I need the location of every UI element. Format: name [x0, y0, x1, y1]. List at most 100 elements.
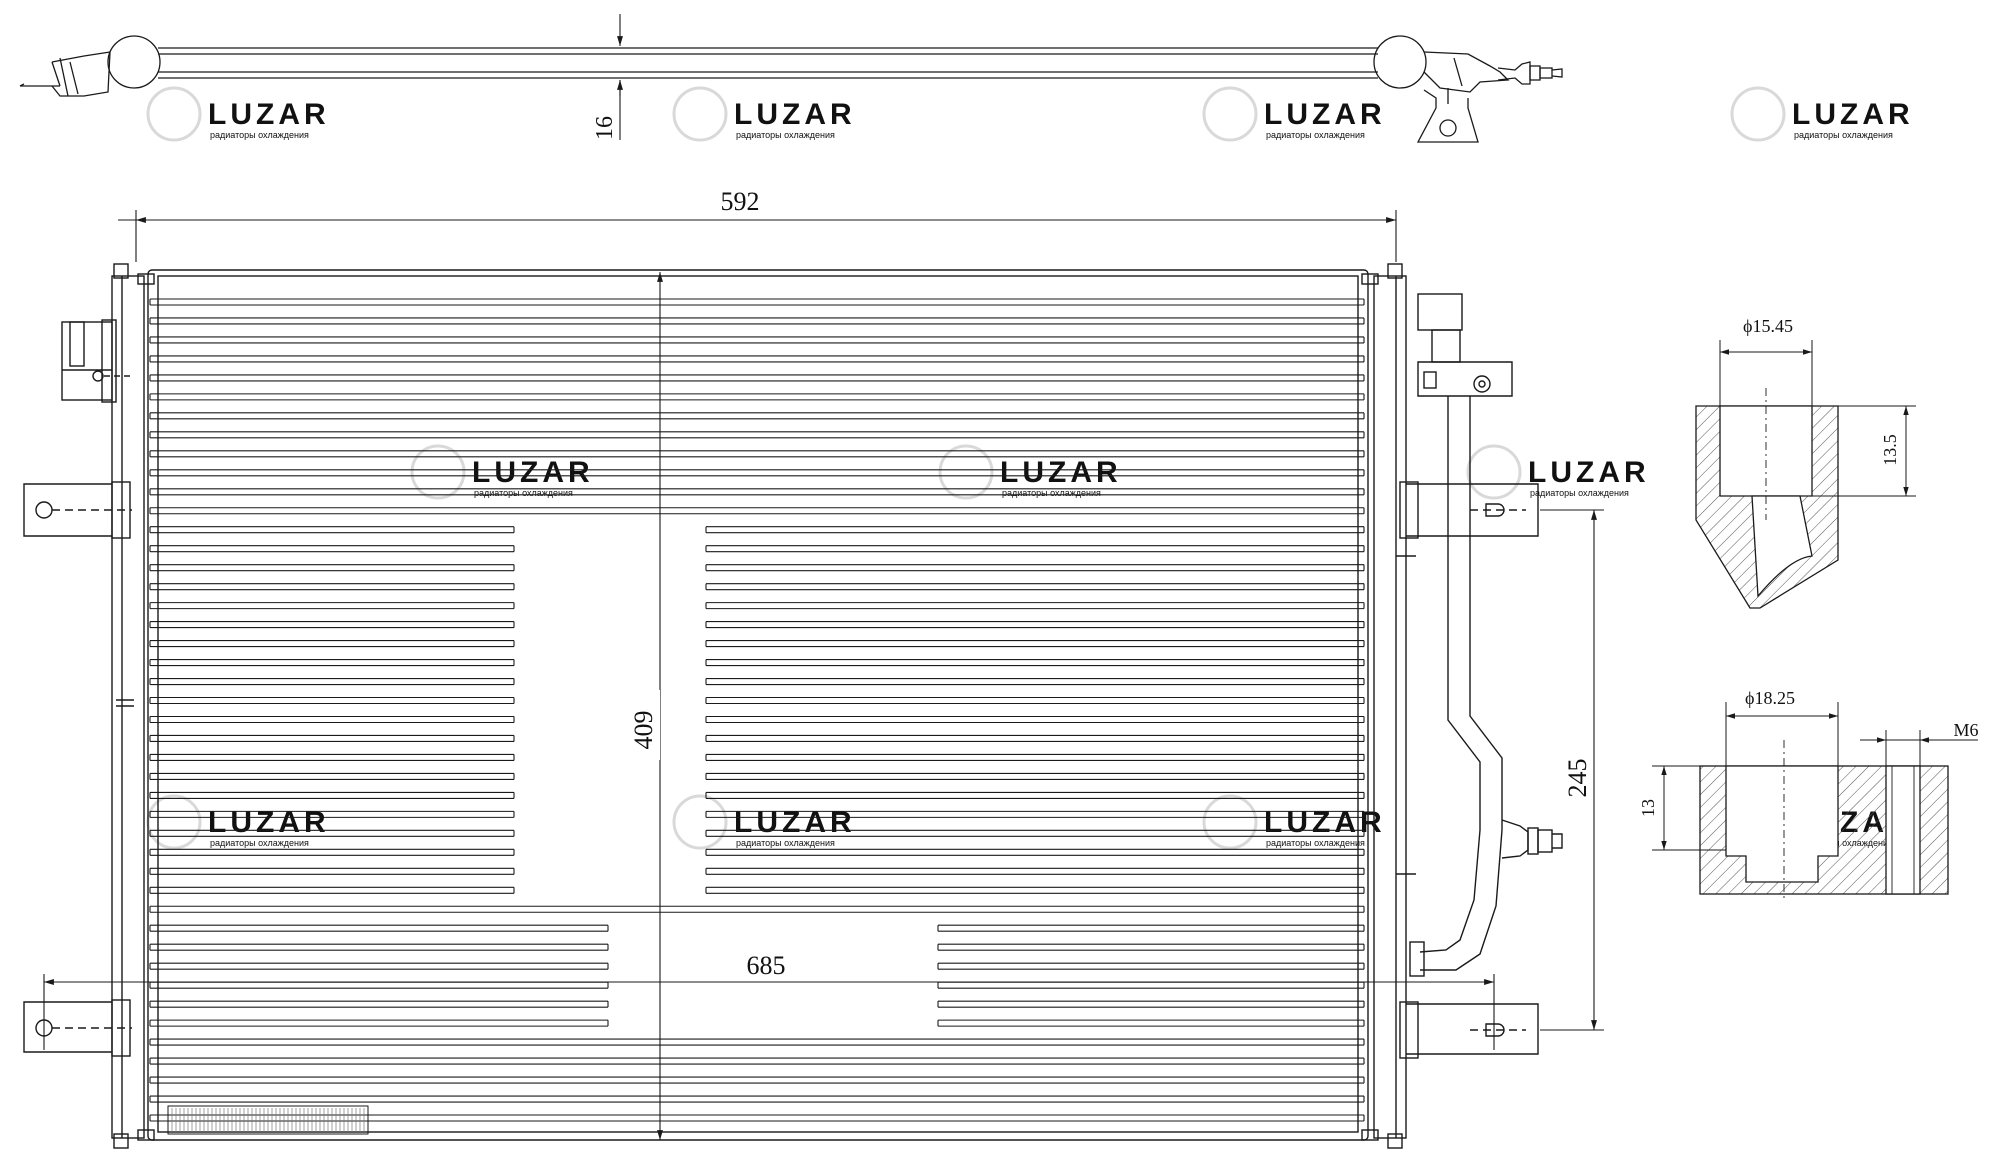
core-tube — [149, 734, 515, 743]
watermark-emblem-icon — [672, 86, 728, 142]
height-label-bg — [620, 690, 660, 760]
core-tube — [149, 791, 515, 799]
core-tube — [149, 1038, 1365, 1046]
core-tube — [149, 905, 1365, 913]
fitting-top-depth-label: 13.5 — [1880, 434, 1900, 466]
watermark-emblem-icon — [1202, 794, 1258, 850]
core-tube — [937, 1019, 1365, 1027]
overall-width-label: 685 — [747, 951, 786, 980]
core-tube — [149, 336, 1365, 344]
watermark-emblem-icon — [410, 444, 466, 500]
core-tube — [149, 886, 515, 894]
core-tube — [149, 924, 609, 932]
fitting-detail-bottom — [1652, 702, 1978, 900]
core-frame — [23, 263, 1563, 1149]
core-tube — [149, 1000, 609, 1008]
watermark-tagline: радиаторы охлаждения — [736, 838, 835, 848]
core-tube — [149, 526, 515, 534]
watermark-tagline: радиаторы охлаждения — [474, 488, 573, 498]
height-label: 409 — [629, 711, 658, 750]
core-tube — [149, 1095, 1365, 1103]
core-tube — [149, 943, 609, 951]
core-tube — [705, 829, 1365, 837]
mount-spacing-dimension — [1540, 509, 1604, 1031]
core-tube — [705, 526, 1365, 534]
watermark-brand: LUZAR — [1792, 98, 1914, 131]
watermark-tagline: радиаторы охлаждения — [1794, 130, 1893, 140]
width-label: 592 — [721, 187, 760, 216]
top-view — [19, 35, 1563, 143]
fitting-detail-top — [1695, 340, 1916, 609]
core-tube — [705, 602, 1365, 610]
core-tube — [149, 488, 1365, 496]
core-tube — [149, 621, 515, 629]
overall-width-dimension — [43, 974, 1495, 1050]
core-tube — [149, 545, 515, 553]
mount-spacing-label: 245 — [1563, 759, 1592, 798]
core-tube — [149, 393, 1365, 401]
core-tube — [149, 431, 1365, 439]
core-tube — [149, 507, 1365, 515]
watermark-brand: LUZAR — [1528, 456, 1650, 489]
core-tube — [705, 867, 1365, 875]
watermark-emblem-icon — [672, 794, 728, 850]
fitting-bottom-depth-label: 13 — [1638, 799, 1658, 817]
core-tube — [149, 564, 515, 572]
watermark-brand: LUZAR — [1264, 98, 1386, 131]
core-tube — [705, 886, 1365, 894]
core-tubes — [149, 298, 1365, 1122]
core-tube — [149, 1076, 1365, 1084]
watermark-emblem-icon — [1730, 86, 1786, 142]
watermark-brand: LUZAR — [208, 98, 330, 131]
core-tube — [149, 374, 1365, 382]
core-tube — [149, 981, 609, 989]
fitting-bottom-diameter-label: ϕ18.25 — [1745, 688, 1795, 708]
watermark-tagline: радиаторы охлаждения — [210, 838, 309, 848]
fitting-top-diameter-label: ϕ15.45 — [1743, 316, 1793, 336]
core-tube — [937, 924, 1365, 932]
core-tube — [705, 734, 1365, 743]
core-tube — [149, 469, 1365, 477]
core-tube — [149, 355, 1365, 363]
width-dimension — [118, 210, 1397, 262]
core-tube — [705, 545, 1365, 553]
core-tube — [149, 867, 515, 875]
core-tube — [705, 772, 1365, 780]
core-tube — [149, 298, 1365, 306]
watermark-tagline: радиаторы охлаждения — [210, 130, 309, 140]
core-tube — [705, 696, 1365, 705]
watermark-tagline: радиаторы охлаждения — [1266, 130, 1365, 140]
core-tube — [705, 810, 1365, 818]
core-tube — [149, 450, 1365, 458]
thickness-label: 16 — [592, 116, 618, 140]
watermark-tagline: радиаторы охлаждения — [736, 130, 835, 140]
core-tube — [149, 659, 515, 667]
core-tube — [705, 640, 1365, 648]
core-tube — [705, 791, 1365, 799]
core-tube — [705, 564, 1365, 572]
core-tube — [705, 621, 1365, 629]
label-plate-hatch — [171, 1108, 365, 1132]
core-tube — [149, 1019, 609, 1027]
core-tube — [149, 317, 1365, 325]
core-tube — [149, 677, 515, 686]
core-tube — [705, 583, 1365, 591]
core-tube — [149, 829, 515, 837]
watermark-emblem-icon — [146, 794, 202, 850]
core-tube — [937, 981, 1365, 989]
core-tube — [705, 715, 1365, 724]
watermark-emblem-icon — [938, 444, 994, 500]
core-tube — [149, 848, 515, 856]
core-tube — [149, 583, 515, 591]
core-tube — [149, 715, 515, 724]
